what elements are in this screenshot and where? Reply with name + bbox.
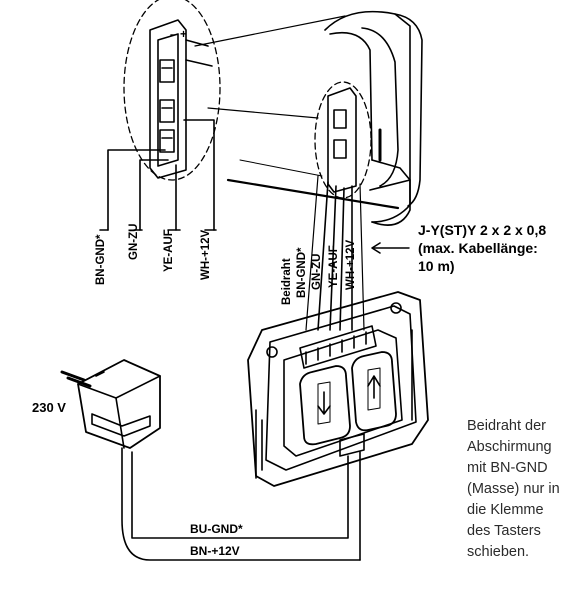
switch-unit <box>247 291 429 487</box>
note-line-5: die Klemme <box>467 502 544 518</box>
wire-label-right-5: WH-+12V <box>345 240 357 290</box>
note-line-3: mit BN-GND <box>467 460 548 476</box>
terminal-detail-left: – + <box>99 0 221 231</box>
power-supply <box>60 359 361 561</box>
svg-text:– +: – + <box>170 27 187 41</box>
wire-label-left-2: GN-ZU <box>128 224 140 260</box>
note-line-2: Abschirmung <box>467 439 552 455</box>
wire-label-right-2: BN-GND* <box>296 247 308 298</box>
supply-wire-label-2: BN-+12V <box>190 544 240 558</box>
sensor-housing <box>324 10 423 226</box>
wire-label-right-1: Beidraht <box>281 258 293 305</box>
wire-label-left-3: YE-AUF <box>163 229 175 272</box>
note-line-6: des Tasters <box>467 523 541 539</box>
cable-spec-line-1: J-Y(ST)Y 2 x 2 x 0,8 <box>418 222 547 238</box>
sensor-terminal <box>327 87 357 193</box>
supply-wire-label-1: BU-GND* <box>190 522 243 536</box>
power-supply-label: 230 V <box>32 400 66 415</box>
note-line-7: schieben. <box>467 544 530 560</box>
cable-spec-line-2: (max. Kabellänge: <box>418 240 538 256</box>
cable-spec: J-Y(ST)Y 2 x 2 x 0,8 (max. Kabellänge: 1… <box>418 221 577 275</box>
shield-wire-note: Beidraht der Abschirmung mit BN-GND (Mas… <box>467 416 577 563</box>
note-line-4: (Masse) nur in <box>467 481 560 497</box>
wire-label-right-4: YE-AUF <box>328 245 340 288</box>
wire-label-right-3: GN-ZU <box>311 254 323 290</box>
wire-label-left-1: BN-GND* <box>95 234 107 285</box>
cable-spec-line-3: 10 m) <box>418 258 455 274</box>
cable-bundle <box>305 175 365 331</box>
left-wire-labels: BN-GND* GN-ZU YE-AUF WH-+12V <box>95 224 212 285</box>
note-line-1: Beidraht der <box>467 418 546 434</box>
wire-label-left-4: WH-+12V <box>200 230 212 280</box>
right-wire-labels: Beidraht BN-GND* GN-ZU YE-AUF WH-+12V <box>281 240 357 305</box>
